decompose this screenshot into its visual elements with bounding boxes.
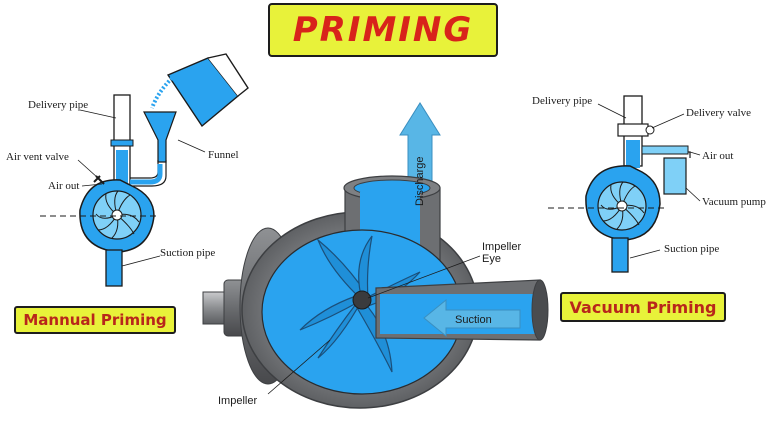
vacuum-priming-badge: Vacuum Priming [560, 292, 726, 322]
suction-arrow [423, 298, 521, 338]
vacuum-label-delivery-pipe: Delivery pipe [532, 95, 592, 107]
impeller-hub [352, 290, 372, 310]
manual-label-delivery-pipe: Delivery pipe [28, 99, 88, 111]
vacuum-priming-diagram: Delivery pipe Delivery valve Air out Vac… [532, 95, 766, 273]
manual-priming-diagram: Delivery pipe Funnel Air vent valve Air … [6, 53, 249, 287]
label-impeller-eye-line1: Impeller [482, 241, 521, 253]
vacuum-label-air-out: Air out [702, 150, 733, 162]
manual-priming-badge: Mannual Priming [14, 306, 176, 334]
manual-label-suction-pipe: Suction pipe [160, 247, 215, 259]
vacuum-label-vacuum-pump: Vacuum pump [702, 196, 766, 208]
vacuum-pump [663, 157, 687, 195]
page-title: PRIMING [292, 10, 474, 50]
vacuum-suction-pipe [611, 237, 629, 273]
delivery-valve [617, 123, 649, 137]
centrifugal-pump-cutaway: Discharge Impeller Eye Suction Impeller [202, 102, 549, 409]
manual-label-funnel: Funnel [208, 149, 239, 161]
title-banner: PRIMING [268, 3, 498, 57]
vacuum-priming-title: Vacuum Priming [569, 297, 717, 317]
manual-label-air-out: Air out [48, 180, 79, 192]
label-impeller: Impeller [218, 395, 257, 407]
label-suction: Suction [455, 314, 492, 326]
label-discharge: Discharge [414, 156, 426, 206]
vacuum-label-delivery-valve: Delivery valve [686, 107, 751, 119]
manual-funnel [143, 111, 177, 163]
label-impeller-eye-line2: Eye [482, 253, 501, 265]
vacuum-label-suction-pipe: Suction pipe [664, 243, 719, 255]
manual-flange [110, 139, 134, 147]
manual-priming-title: Mannual Priming [23, 311, 167, 329]
manual-suction-pipe [105, 249, 123, 287]
manual-label-air-vent-valve: Air vent valve [6, 151, 69, 163]
